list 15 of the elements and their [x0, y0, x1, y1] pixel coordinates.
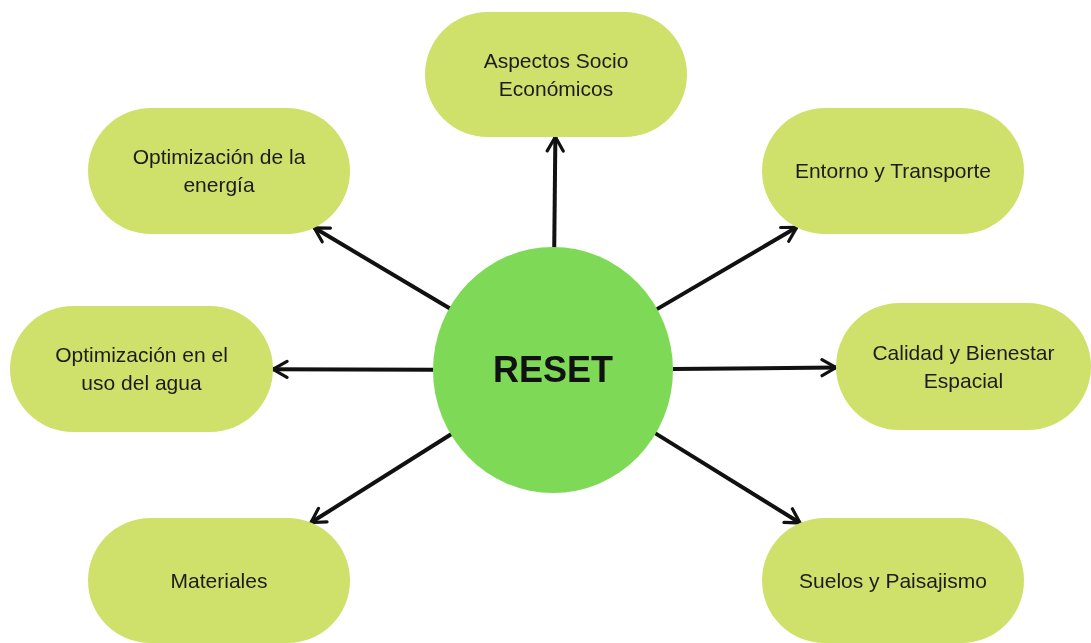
- arrow: [653, 431, 802, 525]
- node-label: Optimización de la energía: [131, 144, 307, 198]
- arrow: [655, 225, 799, 312]
- rounded-box: [836, 303, 1091, 430]
- node-label: Optimización en el uso del agua: [54, 342, 229, 396]
- node-label: RESET: [493, 349, 613, 391]
- node-label: Calidad y Bienestar Espacial: [871, 339, 1056, 394]
- node-label: Aspectos Socio Económicos: [482, 47, 630, 102]
- node-label: Suelos y Paisajismo: [799, 567, 987, 594]
- node-label: Entorno y Transporte: [794, 158, 992, 184]
- arrow: [312, 226, 451, 311]
- arrow: [309, 432, 453, 525]
- arrow: [672, 358, 838, 378]
- node-label: Materiales: [170, 567, 268, 594]
- arrow: [271, 359, 433, 379]
